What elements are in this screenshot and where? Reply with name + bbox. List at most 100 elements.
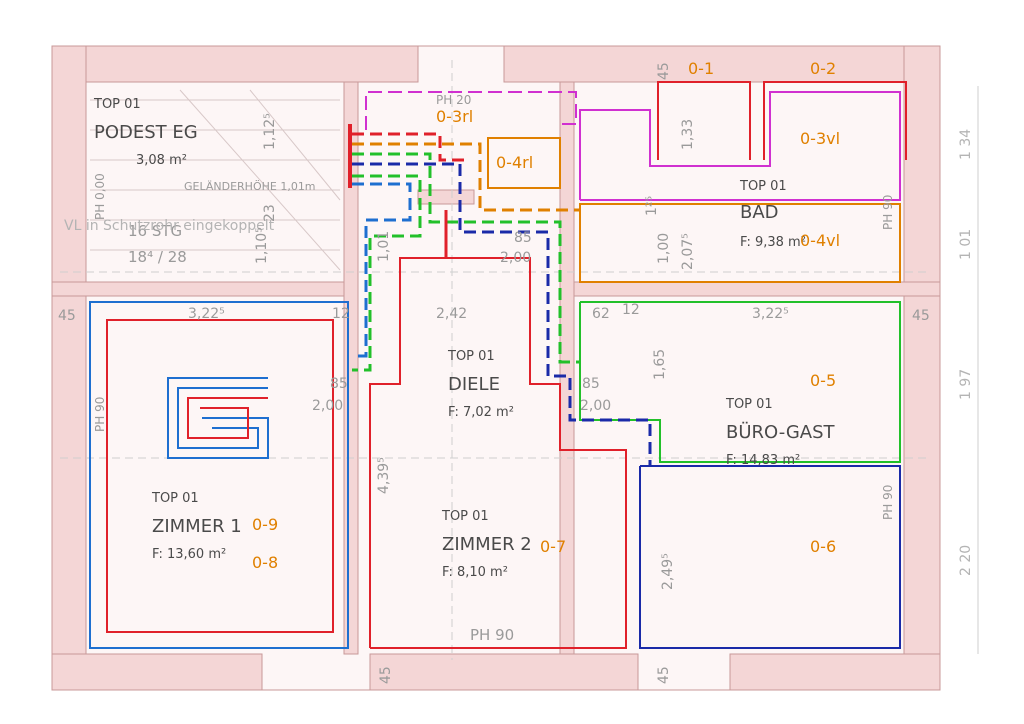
vl-note: VL in Schutzrohr eingekoppelt [64,218,275,234]
room-area: F: 9,38 m² [740,235,806,250]
dimension: 2,49⁵ [660,553,676,590]
room-labels: TOP 01 PODEST EG 3,08 m² TOP 01 BAD F: 9… [93,97,836,580]
dimension: 1,12⁵ [262,113,278,150]
room-top-label: TOP 01 [93,97,141,112]
dimension: 45 [656,666,672,684]
feed-green [352,152,580,364]
wall-stub [417,189,475,205]
circuit-label: 0-8 [252,553,278,572]
circuit-06-outline [639,465,901,649]
coil-red [187,397,268,439]
stair-diagonal [179,89,341,271]
circuit-label: 0-7 [540,537,566,556]
dimension: 2 20 [958,545,974,576]
dimension: 45 [656,62,672,80]
circuit-04vl-outline [579,203,901,283]
feed-orange [352,142,580,212]
dimension: 12 [332,306,350,322]
room-name: BAD [740,202,779,223]
room-area: F: 14,83 m² [726,453,800,468]
dimension: 1²⁵ [644,196,660,216]
circuit-label: 0-3rl [436,107,473,126]
room-area: F: 13,60 m² [152,547,226,562]
circuit-label: 0-2 [810,59,836,78]
coil-symbol [167,377,269,459]
dimension: 4,39⁵ [376,457,392,494]
dimension: 45 [58,308,76,324]
dimension: 1,01 [376,231,392,262]
dimension: 1,33 [680,119,696,150]
circuit-07-outline [369,257,627,649]
ph-label: PH 0,00 [93,173,107,220]
dimension: 1 97 [958,369,974,400]
ph-label: PH 90 [93,397,107,432]
wall-mid-horizontal-right [571,281,941,297]
dimension: 1 01 [958,229,974,260]
dimension: 1,10⁵ [254,227,270,264]
circuit-label: 0-1 [688,59,714,78]
room-name: ZIMMER 2 [442,534,532,555]
stairs-ratio: 18⁴ / 28 [128,248,187,266]
circuit-label: 0-5 [810,371,836,390]
dimension: 12 [622,302,640,318]
dimension: 2,00 [312,398,343,414]
wall-top-right [503,45,941,83]
ph-label: PH 90 [470,626,514,644]
wall-right [903,45,941,691]
railing-label: GELÄNDERHÖHE 1,01m [184,180,316,193]
dimension: 23 [262,204,278,222]
room-name: PODEST EG [94,122,198,143]
annotations: PH 0,00 16 STG 18⁴ / 28 GELÄNDERHÖHE 1,0… [64,93,895,644]
circuit-label: 0-6 [810,537,836,556]
circuit-label: 0-3vl [800,129,840,148]
dimensions: 45 1,12⁵ 1,10⁵ 23 1,01 1,33 1²⁵ 1,00 2,0… [58,62,930,684]
circuit-01-outline [657,81,751,160]
room-top-label: TOP 01 [725,397,773,412]
dimension: 45 [378,666,394,684]
room-name: ZIMMER 1 [152,516,242,537]
dimension: 2,00 [580,398,611,414]
stair-diagonal [249,89,341,201]
room-top-label: TOP 01 [447,349,495,364]
room-top-label: TOP 01 [441,509,489,524]
room-top-label: TOP 01 [739,179,787,194]
room-name: DIELE [448,374,500,395]
dimension: 1,00 [656,233,672,264]
heating-circuits [89,81,907,649]
feed-navy [352,162,652,466]
dimension: 85 [330,376,348,392]
room-name: BÜRO-GAST [726,421,836,443]
ph-label: PH 90 [881,485,895,520]
circuit-02-outline [763,81,907,160]
wall-left [51,45,87,691]
stairs-count: 16 STG [128,222,182,240]
coil-blue [167,377,269,459]
circuit-label: 0-4rl [496,153,533,172]
dimension: 2,42 [436,306,467,322]
circuit-03rl-outline [365,91,577,130]
wall-mid-horizontal-left [51,281,349,297]
wall-bottom-left [51,653,263,691]
ph-label: PH 20 [436,93,471,107]
dimension: 85 [582,376,600,392]
wall-bottom-right [729,653,941,691]
dimension: 45 [912,308,930,324]
dimension: 1 34 [958,129,974,160]
circuit-labels: 0-1 0-2 0-3rl 0-3vl 0-4rl 0-4vl 0-5 0-6 … [252,59,840,572]
dimension: 3,22⁵ [188,306,225,322]
manifold-lines [348,124,652,466]
circuit-label: 0-4vl [800,231,840,250]
ph-label: PH 90 [881,195,895,230]
dimension: 2,00 [500,250,531,266]
circuit-08-inner [106,319,334,633]
circuit-label: 0-9 [252,515,278,534]
circuit-03vl-outline [579,91,901,201]
room-area: F: 7,02 m² [448,405,514,420]
external-dimensions: 1 34 1 01 1 97 2 20 [958,86,979,654]
wall-top-left [51,45,419,83]
dimension: 2,07⁵ [680,233,696,270]
circuit-04rl-outline [487,137,561,189]
dimension: 1,65 [652,349,668,380]
feed-red [352,132,470,162]
